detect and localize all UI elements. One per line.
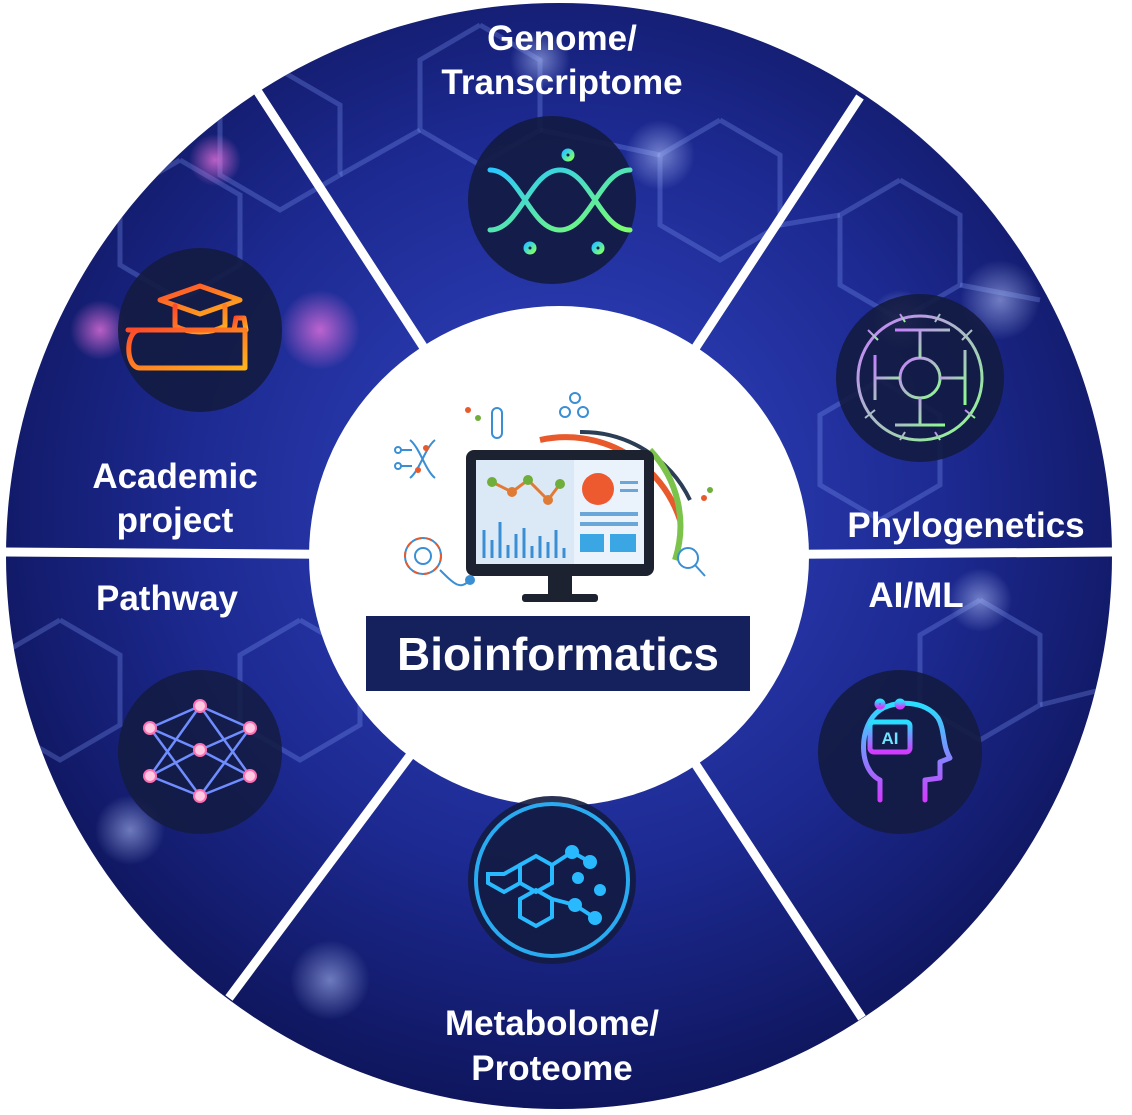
title-box-background — [366, 616, 750, 691]
ai-icon-text: AI — [882, 729, 899, 748]
academic-label-line2: project — [117, 501, 234, 540]
network-icon — [143, 699, 257, 803]
genome-icon-bg — [468, 116, 636, 284]
computer-monitor-icon — [394, 392, 713, 602]
genome-label-line1: Genome/ — [487, 19, 637, 58]
segment-metabolome: Metabolome/ Proteome — [445, 796, 659, 1088]
graduation-cap-icon — [125, 283, 249, 371]
aiml-label: AI/ML — [868, 576, 963, 615]
ai-head-icon — [855, 698, 953, 803]
phylogenetics-label: Phylogenetics — [847, 506, 1084, 545]
metabolome-label-line2: Proteome — [471, 1049, 632, 1088]
segment-academic: Academic project — [92, 248, 282, 540]
academic-label-line1: Academic — [92, 457, 257, 496]
segment-aiml: AI/ML AI — [818, 576, 982, 834]
segment-phylogenetics: Phylogenetics — [836, 294, 1085, 545]
segment-genome: Genome/ Transcriptome — [441, 19, 683, 284]
genome-label-line2: Transcriptome — [441, 63, 682, 102]
molecule-icon-ring — [474, 802, 630, 958]
segment-pathway: Pathway — [96, 579, 282, 834]
molecule-icon — [486, 845, 606, 929]
metabolome-label-line1: Metabolome/ — [445, 1004, 659, 1043]
phylogenetics-icon-bg — [836, 294, 1004, 462]
center-title-box: Bioinformatics — [366, 616, 750, 691]
pathway-label: Pathway — [96, 579, 239, 618]
dna-icon — [487, 148, 633, 255]
phylogenetic-tree-icon — [856, 313, 984, 442]
center-title: Bioinformatics — [397, 628, 719, 680]
